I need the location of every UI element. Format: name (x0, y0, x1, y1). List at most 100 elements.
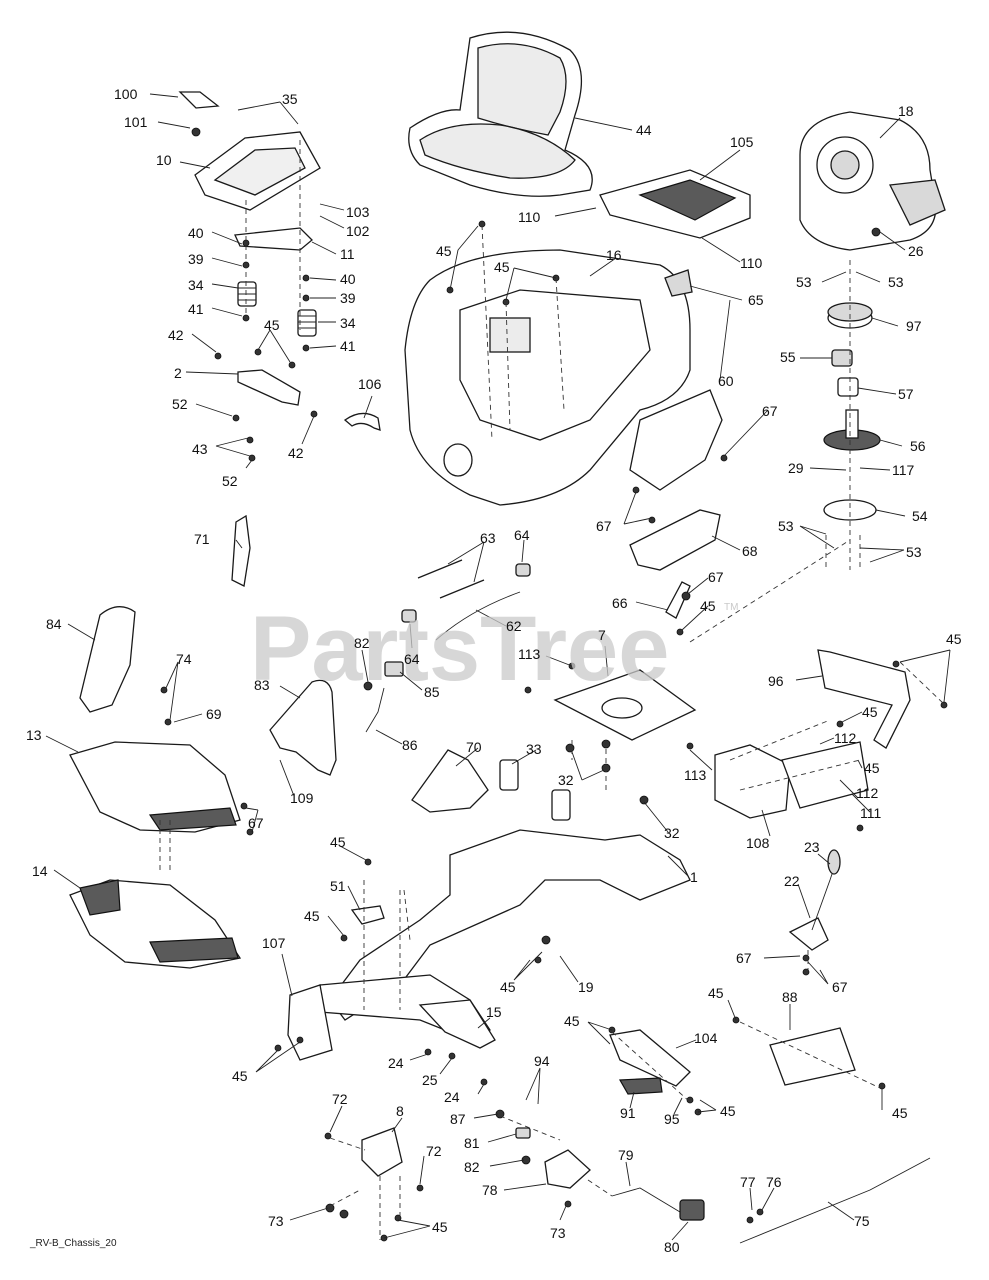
footrest-14-part (69, 879, 242, 969)
callout-15: 15 (486, 1004, 502, 1020)
callout-73-left: 73 (268, 1213, 284, 1229)
callout-84: 84 (46, 616, 62, 632)
callout-97: 97 (906, 318, 922, 334)
callout-45-fender-left: 45 (436, 243, 452, 259)
bracket-8-part (361, 1127, 403, 1177)
callout-8: 8 (396, 1103, 404, 1119)
hose-62-part (435, 591, 521, 641)
callout-55: 55 (780, 349, 796, 365)
lever-22-part (788, 849, 841, 951)
callout-80: 80 (664, 1239, 680, 1255)
callout-45-frame-top: 45 (330, 834, 346, 850)
callout-81: 81 (464, 1135, 480, 1151)
callout-43: 43 (192, 441, 208, 457)
callout-2: 2 (174, 365, 182, 381)
leader-lines (45, 93, 951, 1241)
callout-67-console: 67 (248, 815, 264, 831)
callout-69: 69 (206, 706, 222, 722)
callout-23: 23 (804, 839, 820, 855)
callout-41-left: 41 (188, 301, 204, 317)
callout-106: 106 (358, 376, 382, 392)
callout-53-left: 53 (796, 274, 812, 290)
callout-100: 100 (114, 86, 138, 102)
callout-22: 22 (784, 873, 800, 889)
callout-35: 35 (282, 91, 298, 107)
callout-60: 60 (718, 373, 734, 389)
callout-labels: 100 35 101 10 103 102 40 39 34 41 11 40 … (26, 86, 962, 1255)
callout-102: 102 (346, 223, 370, 239)
callout-72-left: 72 (332, 1091, 348, 1107)
callout-83: 83 (254, 677, 270, 693)
callout-7: 7 (598, 627, 606, 643)
pulley-56-part (823, 409, 881, 451)
callout-88: 88 (782, 989, 798, 1005)
callout-45-bracket-88-right: 45 (892, 1105, 908, 1121)
fender-body-part (404, 249, 691, 506)
callout-29: 29 (788, 460, 804, 476)
callout-54: 54 (912, 508, 928, 524)
bracket-108-part (714, 744, 791, 819)
bumper-96-part (817, 649, 911, 749)
bracket-78-part (544, 1149, 591, 1189)
callout-32-right: 32 (664, 825, 680, 841)
console-13-part (69, 741, 241, 833)
callout-45-bracket-111: 45 (864, 760, 880, 776)
bracket-83-part (269, 679, 337, 776)
callout-45-bracket: 45 (700, 598, 716, 614)
watermark: PartsTree (250, 598, 669, 700)
callout-95: 95 (664, 1111, 680, 1127)
callout-71: 71 (194, 531, 210, 547)
bracket-111-part (781, 741, 869, 809)
callout-63: 63 (480, 530, 496, 546)
callout-53-lower-right: 53 (906, 544, 922, 560)
callout-85: 85 (424, 684, 440, 700)
callout-67-lower: 67 (596, 518, 612, 534)
spring-57-part (837, 377, 859, 397)
callout-25: 25 (422, 1072, 438, 1088)
callout-113-top: 113 (518, 646, 541, 662)
callout-45-bracket-104-left: 45 (564, 1013, 580, 1029)
clamp-64-top-part (515, 563, 531, 577)
spring-34-right-part (297, 309, 317, 337)
frame-1-part (287, 829, 691, 1061)
callout-96: 96 (768, 673, 784, 689)
callout-45-frame-left: 45 (304, 908, 320, 924)
callout-45-frame-bottom: 45 (232, 1068, 248, 1084)
callout-44: 44 (636, 122, 652, 138)
callout-53-lower-left: 53 (778, 518, 794, 534)
callout-103: 103 (346, 204, 370, 220)
assembly-lines (159, 140, 945, 1240)
spring-33-left-part (499, 759, 519, 791)
callout-45-top-left: 45 (264, 317, 280, 333)
bracket-100-part (178, 91, 220, 109)
pedal-80-part (679, 1199, 705, 1221)
plate-7-part (553, 669, 697, 741)
bracket-71-part (231, 514, 251, 587)
callout-51: 51 (330, 878, 346, 894)
watermark-mark: TM (724, 602, 738, 613)
callout-16: 16 (606, 247, 622, 263)
part-70-part (411, 749, 489, 813)
callout-72-right: 72 (426, 1143, 442, 1159)
bracket-66-part (665, 581, 691, 619)
bracket-88-part (769, 1027, 856, 1086)
callout-87: 87 (450, 1111, 466, 1127)
callout-57: 57 (898, 386, 914, 402)
callout-24-upper: 24 (388, 1055, 404, 1071)
callout-1: 1 (690, 869, 698, 885)
callout-78: 78 (482, 1182, 498, 1198)
callout-42-top: 42 (168, 327, 184, 343)
part-85-part (384, 661, 404, 677)
callout-39-left: 39 (188, 251, 204, 267)
cover-84-part (79, 606, 136, 713)
callout-45-fender-mid: 45 (494, 259, 510, 275)
callout-45-bumper: 45 (946, 631, 962, 647)
callout-45-bracket-96: 45 (862, 704, 878, 720)
callout-19: 19 (578, 979, 594, 995)
callout-42-bottom: 42 (288, 445, 304, 461)
callout-86: 86 (402, 737, 418, 753)
callout-34-left: 34 (188, 277, 204, 293)
hardware-fasteners (160, 127, 948, 1242)
spring-34-left-part (237, 281, 257, 307)
callout-77: 77 (740, 1174, 756, 1190)
